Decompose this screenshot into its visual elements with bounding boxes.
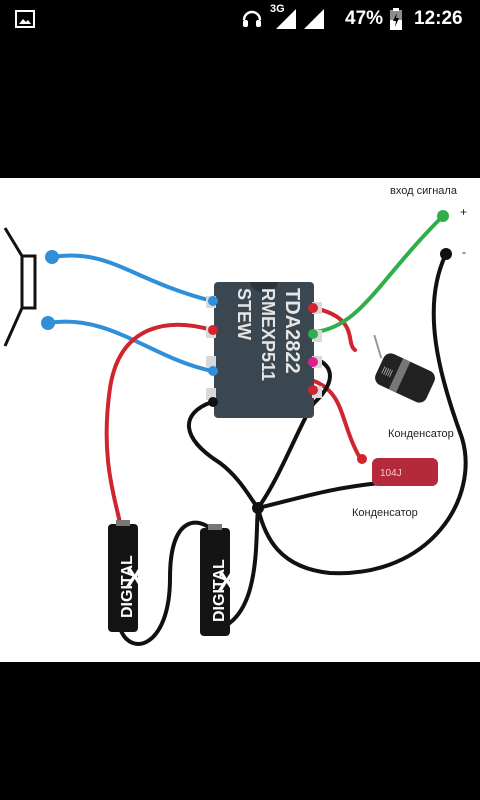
blue-wires (46, 253, 214, 373)
svg-text:X: X (218, 566, 236, 596)
circuit-diagram: TDA2822 RMEXP511 STEW ||||| 104J DIGITAL… (3, 185, 468, 646)
battery-percent: 47% (345, 8, 384, 29)
plus-label: + (460, 205, 467, 219)
circuit-image[interactable]: TDA2822 RMEXP511 STEW ||||| 104J DIGITAL… (0, 178, 480, 662)
battery-2: DIGITAL X (200, 524, 236, 636)
speaker-terminal-2 (41, 316, 55, 330)
minus-label: - (462, 245, 466, 259)
headset-icon (238, 0, 266, 38)
film-capacitor: 104J (357, 454, 438, 486)
capacitor-label-1: Конденсатор (388, 428, 454, 440)
status-bar: 3G 47% 12:26 (0, 0, 480, 38)
electrolytic-capacitor: ||||| (373, 334, 435, 403)
black-wires (118, 252, 468, 646)
capacitor-label-2: Конденсатор (352, 507, 418, 519)
svg-text:DIGITAL: DIGITAL (119, 555, 136, 618)
svg-text:DIGITAL: DIGITAL (211, 559, 228, 622)
amplifier-chip: TDA2822 RMEXP511 STEW (206, 282, 322, 418)
svg-text:X: X (126, 562, 144, 592)
speaker-terminal-1 (45, 250, 59, 264)
chip-label-3: STEW (234, 288, 254, 340)
svg-text:|||||: ||||| (381, 365, 394, 378)
signal-icon (272, 0, 302, 38)
speaker-icon (3, 227, 37, 347)
signal-icon (300, 0, 330, 38)
clock: 12:26 (414, 8, 463, 29)
gallery-icon (12, 0, 38, 38)
network-type-label: 3G (270, 3, 285, 15)
green-wire (312, 214, 445, 334)
capacitor-value: 104J (380, 468, 402, 479)
red-wires (104, 306, 362, 525)
signal-plus-terminal (437, 210, 449, 222)
chip-label-2: RMEXP511 (258, 288, 278, 381)
ground-junction (252, 502, 264, 514)
signal-input-label: вход сигнала (390, 185, 458, 197)
battery-charging-icon (388, 0, 404, 38)
chip-label-1: TDA2822 (281, 288, 303, 374)
battery-1: DIGITAL X (108, 520, 144, 632)
